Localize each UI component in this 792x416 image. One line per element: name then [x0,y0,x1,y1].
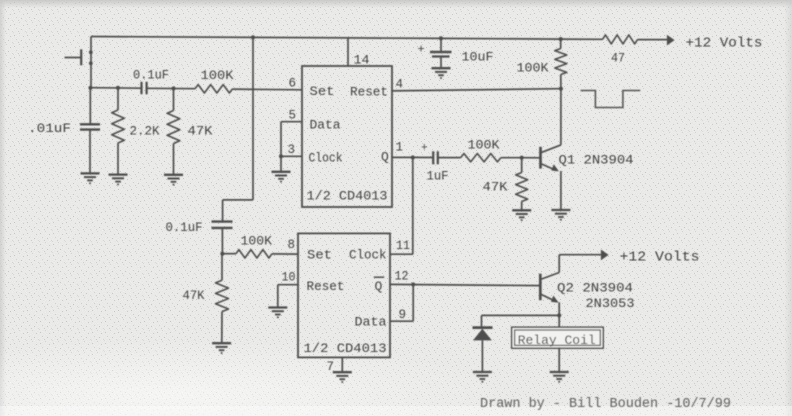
svg-text:8: 8 [288,238,296,252]
svg-text:Drawn by - Bill Bouden -10/7/9: Drawn by - Bill Bouden -10/7/99 [480,397,731,412]
svg-text:12: 12 [395,269,409,283]
svg-text:47: 47 [611,51,625,66]
svg-text:10uF: 10uF [462,50,494,65]
svg-text:47K: 47K [483,180,508,195]
svg-text:Data: Data [310,118,341,133]
svg-text:3: 3 [288,143,296,157]
svg-text:.01uF: .01uF [28,121,71,136]
svg-text:Q: Q [375,279,383,294]
svg-text:1uF: 1uF [427,169,449,184]
svg-text:1/2 CD4013: 1/2 CD4013 [307,189,388,204]
svg-text:Reset: Reset [350,85,388,100]
svg-text:Clock: Clock [349,248,387,263]
svg-text:Q1 2N3904: Q1 2N3904 [559,153,634,168]
svg-text:+12 Volts: +12 Volts [686,37,763,52]
svg-text:4: 4 [396,78,404,92]
svg-text:100K: 100K [241,234,273,249]
svg-text:7: 7 [327,360,335,374]
svg-text:Set: Set [307,248,332,263]
svg-text:Q: Q [381,150,389,165]
svg-text:1/2 CD4013: 1/2 CD4013 [304,341,387,356]
svg-text:1: 1 [396,141,404,155]
svg-text:Clock: Clock [309,151,343,166]
svg-text:9: 9 [399,308,407,322]
svg-text:10: 10 [282,270,296,284]
svg-text:0.1uF: 0.1uF [166,220,203,235]
svg-text:Data: Data [355,315,387,330]
svg-text:Relay Coil: Relay Coil [518,333,596,348]
svg-text:0.1uF: 0.1uF [133,68,169,83]
svg-text:5: 5 [289,109,297,123]
svg-text:+: + [421,143,428,155]
svg-text:47K: 47K [183,288,205,303]
svg-text:2N3053: 2N3053 [586,296,635,311]
svg-text:+: + [418,43,425,57]
svg-text:Reset: Reset [307,279,345,294]
svg-text:100K: 100K [201,68,234,83]
svg-text:6: 6 [289,77,297,91]
svg-text:2.2K: 2.2K [130,124,160,139]
svg-text:Q2 2N3904: Q2 2N3904 [557,281,633,296]
svg-text:Set: Set [310,84,335,99]
svg-text:100K: 100K [468,138,500,153]
svg-text:100K: 100K [517,61,549,76]
svg-text:11: 11 [396,239,410,253]
svg-text:47K: 47K [188,124,213,139]
svg-text:+12 Volts: +12 Volts [620,251,700,266]
svg-text:14: 14 [354,54,370,68]
